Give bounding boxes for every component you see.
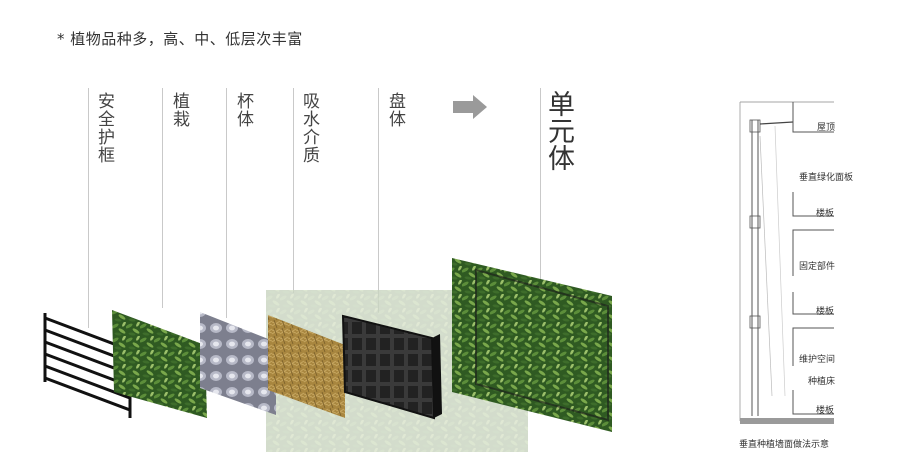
- leader-line: [162, 88, 163, 308]
- feature-note: * 植物品种多，高、中、低层次丰富: [57, 30, 303, 48]
- leader-line: [540, 88, 541, 323]
- layer-label-absorbent-medium: 吸水介质: [299, 92, 319, 164]
- right-arrow-icon: [453, 95, 487, 119]
- section-label-floor-2: 楼板: [816, 307, 835, 317]
- section-label-floor-1: 楼板: [816, 209, 835, 219]
- absorbent-medium-layer: [268, 315, 345, 418]
- section-label-roof: 屋顶: [817, 123, 836, 133]
- leader-line: [88, 88, 89, 328]
- layer-label-plants: 植栽: [169, 92, 189, 128]
- layer-label-cup-body: 杯体: [233, 92, 253, 128]
- section-label-floor-3: 楼板: [816, 406, 835, 416]
- section-label-panel: 垂直绿化面板: [799, 173, 854, 183]
- leader-line: [226, 88, 227, 318]
- cup-body-layer: [200, 312, 276, 415]
- leader-line: [378, 88, 379, 313]
- result-label-unit-body: 单元体: [543, 90, 574, 171]
- leader-line: [293, 88, 294, 293]
- section-caption: 垂直种植墙面做法示意: [739, 440, 830, 450]
- section-label-planting-bed: 种植床: [808, 377, 836, 387]
- section-label-maintenance: 维护空间: [799, 355, 836, 365]
- section-label-fixing: 固定部件: [799, 262, 836, 272]
- layer-label-safety-frame: 安全护框: [94, 92, 114, 164]
- layer-label-tray-body: 盘体: [385, 92, 405, 128]
- section-drawing: [739, 101, 834, 424]
- plant-layer: [112, 310, 207, 418]
